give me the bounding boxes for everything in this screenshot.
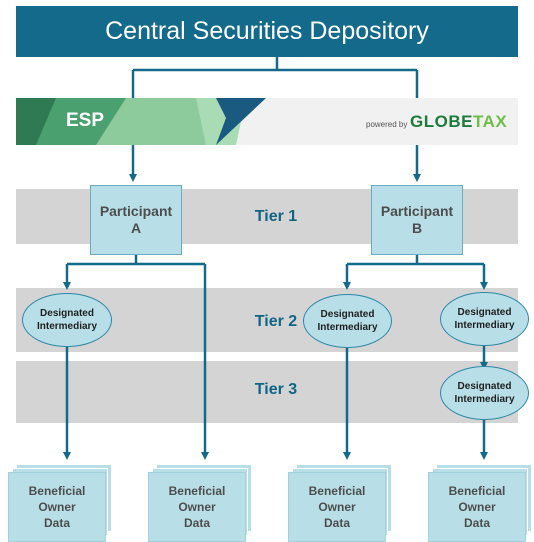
beneficial-line1: Beneficial [448, 484, 506, 498]
participant-b-line1: Participant [380, 203, 454, 219]
intermediary-b2-tier3: Designated Intermediary [440, 366, 529, 420]
beneficial-line2: Owner [178, 500, 216, 514]
tier1-label: Tier 1 [254, 208, 298, 225]
intermediary-b2-tier2: Designated Intermediary [440, 292, 529, 346]
beneficial-line1: Beneficial [168, 484, 226, 498]
powered-by-label: powered by [366, 120, 408, 129]
beneficial-line3: Data [463, 516, 490, 530]
intermediary-line1: Designated [457, 307, 512, 318]
tier2-label: Tier 2 [254, 313, 298, 330]
beneficial-line3: Data [183, 516, 210, 530]
esp-banner-graphic [16, 98, 266, 145]
doc-sheet-front: Beneficial Owner Data [428, 472, 526, 542]
participant-a-box: Participant A [90, 185, 182, 255]
intermediary-line1: Designated [457, 381, 512, 392]
participant-a-line2: A [130, 220, 142, 236]
tier3-band [16, 361, 518, 423]
doc-sheet-front: Beneficial Owner Data [8, 472, 106, 542]
participant-b-box: Participant B [371, 185, 463, 255]
tier3-label: Tier 3 [254, 381, 298, 398]
csd-header: Central Securities Depository [16, 6, 518, 57]
beneficial-line3: Data [43, 516, 70, 530]
beneficial-line2: Owner [38, 500, 76, 514]
csd-title: Central Securities Depository [105, 17, 429, 45]
intermediary-line2: Intermediary [454, 320, 515, 331]
esp-banner: ESP powered by GLOBETAX [16, 98, 518, 145]
beneficial-owner-data-3: Beneficial Owner Data [288, 464, 392, 542]
doc-sheet-front: Beneficial Owner Data [288, 472, 386, 542]
esp-label: ESP [66, 110, 105, 131]
participant-a-line1: Participant [99, 203, 173, 219]
doc-sheet-front: Beneficial Owner Data [148, 472, 246, 542]
beneficial-line2: Owner [318, 500, 356, 514]
logo-tax: TAX [472, 112, 508, 131]
logo-globe: GLOBE [410, 112, 473, 131]
intermediary-line1: Designated [40, 308, 94, 319]
globetax-logo: GLOBETAX [410, 112, 507, 132]
beneficial-owner-data-4: Beneficial Owner Data [428, 464, 532, 542]
intermediary-a-tier2: Designated Intermediary [22, 293, 112, 347]
beneficial-owner-data-1: Beneficial Owner Data [8, 464, 112, 542]
intermediary-line2: Intermediary [317, 322, 378, 333]
participant-b-line2: B [411, 220, 423, 236]
beneficial-line1: Beneficial [28, 484, 86, 498]
intermediary-line2: Intermediary [454, 394, 515, 405]
beneficial-line3: Data [323, 516, 350, 530]
beneficial-line1: Beneficial [308, 484, 366, 498]
beneficial-owner-data-2: Beneficial Owner Data [148, 464, 252, 542]
intermediary-line2: Intermediary [36, 321, 98, 332]
intermediary-b1-tier2: Designated Intermediary [303, 294, 392, 348]
intermediary-line1: Designated [320, 309, 375, 320]
beneficial-line2: Owner [458, 500, 496, 514]
